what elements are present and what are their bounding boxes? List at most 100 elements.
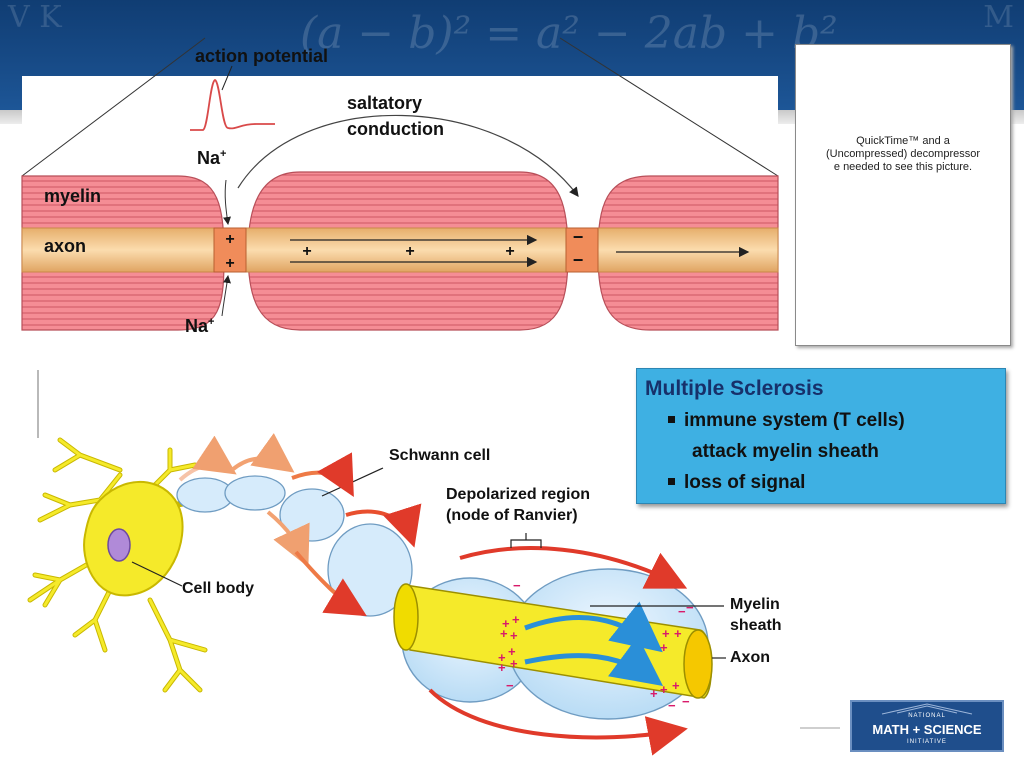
ms-bullet-2-text: loss of signal <box>684 472 806 493</box>
na-bottom-superscript: + <box>208 316 215 328</box>
impulse-arc-top <box>459 546 688 589</box>
axon-diagram-label: Axon <box>730 649 770 666</box>
current-arrow-lower <box>524 636 664 686</box>
footer-divider <box>800 727 840 729</box>
na-influx-arrow-top <box>223 179 231 225</box>
saltatory-label-line2: conduction <box>347 119 444 139</box>
logo-top-text: NATIONAL <box>908 713 946 719</box>
cell-body-pointer <box>131 561 183 587</box>
inner-charge-1: + <box>302 243 311 260</box>
ms-bullet-1: immune system (T cells) <box>645 405 995 436</box>
header-corner-right: M <box>983 0 1014 35</box>
charge-plus: + <box>500 626 508 641</box>
impulse-arrow-6 <box>294 550 367 617</box>
quicktime-line1: QuickTime™ and a <box>856 135 950 147</box>
depolarized-label-line1: Depolarized region <box>446 486 591 503</box>
impulse-arrow-2 <box>230 433 295 473</box>
axon-label: axon <box>44 236 87 256</box>
multiple-sclerosis-box: Multiple Sclerosis immune system (T cell… <box>636 368 1006 504</box>
charge-plus: + <box>510 628 518 643</box>
axon-end-right <box>683 629 713 699</box>
depolarized-label-line2: (node of Ranvier) <box>446 507 578 524</box>
charge-plus: + <box>672 678 680 693</box>
myelin-sheath-label-line2: sheath <box>730 617 782 634</box>
header-formula: (a − b)² = a² − 2ab + b² <box>300 8 838 59</box>
schwann-cell-label: Schwann cell <box>389 447 491 464</box>
na-label-bottom: Na+ <box>185 316 214 337</box>
na-top-text: Na <box>197 148 221 168</box>
bullet-square-icon <box>668 416 675 423</box>
charge-plus: + <box>510 656 518 671</box>
na-label-top: Na+ <box>197 148 226 169</box>
ms-bullet-1-continued: attack myelin sheath <box>645 436 995 467</box>
logo-middle-text: MATH + SCIENCE <box>872 722 982 737</box>
charge-minus: − <box>506 678 514 693</box>
charge-plus: + <box>512 612 520 627</box>
charge-plus: + <box>498 650 506 665</box>
action-potential-pointer <box>221 65 233 91</box>
schwann-cell-2 <box>224 475 286 511</box>
myelin-label: myelin <box>44 186 102 206</box>
zoom-line-right <box>559 37 779 177</box>
schwann-cell-pointer <box>321 467 384 497</box>
ms-title: Multiple Sclerosis <box>645 377 824 400</box>
node-of-ranvier-1 <box>213 227 247 273</box>
node2-charge-top: − <box>573 227 584 247</box>
charge-plus: + <box>650 686 658 701</box>
divider-line <box>37 370 39 438</box>
myelin-sheath-label-line1: Myelin <box>730 596 780 613</box>
charge-plus: + <box>502 616 510 631</box>
charge-plus: + <box>674 626 682 641</box>
quicktime-placeholder: QuickTime™ and a (Uncompressed) decompre… <box>795 44 1011 346</box>
action-potential-trace <box>190 79 275 131</box>
charge-marks: − + + + + + + + + − + + + + + + − − − − <box>498 578 694 713</box>
charge-plus: + <box>662 626 670 641</box>
node1-charge-top: + <box>225 231 234 248</box>
inner-charge-2: + <box>405 243 414 260</box>
node-of-ranvier-2 <box>565 227 599 273</box>
na-influx-arrow-bottom <box>221 275 231 317</box>
charge-minus: − <box>668 698 676 713</box>
axon-shape <box>21 227 779 273</box>
node-bracket <box>510 533 542 548</box>
nms-logo: NATIONAL MATH + SCIENCE INITIATIVE <box>850 700 1004 752</box>
logo-fan-icon <box>881 703 973 715</box>
charge-minus: − <box>513 578 521 593</box>
ms-bullet-1-text: immune system (T cells) <box>684 410 905 431</box>
charge-plus: + <box>508 644 516 659</box>
saltatory-label-line1: saltatory <box>347 93 423 113</box>
action-potential-label: action potential <box>195 46 329 66</box>
logo-bottom-text: INITIATIVE <box>907 739 947 745</box>
na-bottom-text: Na <box>185 316 209 336</box>
node2-charge-bottom: − <box>573 250 584 270</box>
impulse-arrow-1 <box>178 435 237 482</box>
charge-plus: + <box>660 682 668 697</box>
nucleus-shape <box>107 528 131 562</box>
ms-bullet-2: loss of signal <box>645 467 995 498</box>
charge-plus: + <box>660 640 668 655</box>
quicktime-line3: e needed to see this picture. <box>833 161 973 173</box>
node1-charge-bottom: + <box>225 255 234 272</box>
impulse-arrow-3 <box>291 452 354 497</box>
charge-minus: − <box>678 604 686 619</box>
impulse-arrow-4 <box>345 503 422 548</box>
bullet-square-icon <box>668 478 675 485</box>
cell-body-label: Cell body <box>182 580 255 597</box>
charge-minus: − <box>682 694 690 709</box>
charge-plus: + <box>498 660 506 675</box>
axon-end-left <box>393 583 419 651</box>
impulse-arrow-5 <box>266 510 310 568</box>
charge-minus: − <box>686 600 694 615</box>
ms-bullet-1-continued-text: attack myelin sheath <box>692 441 879 462</box>
inner-charge-3: + <box>505 243 514 260</box>
na-top-superscript: + <box>220 148 227 160</box>
header-corner-left: V K <box>8 0 62 35</box>
saltatory-jump-arrow <box>237 114 579 197</box>
impulse-arc-bottom <box>428 688 688 756</box>
cell-body-shape <box>27 437 208 693</box>
quicktime-message: QuickTime™ and a (Uncompressed) decompre… <box>796 135 1010 174</box>
quicktime-line2: (Uncompressed) decompressor <box>825 148 981 160</box>
zoom-line-left <box>21 37 206 177</box>
saltatory-conduction-diagram: + + − − + + + <box>21 37 779 332</box>
